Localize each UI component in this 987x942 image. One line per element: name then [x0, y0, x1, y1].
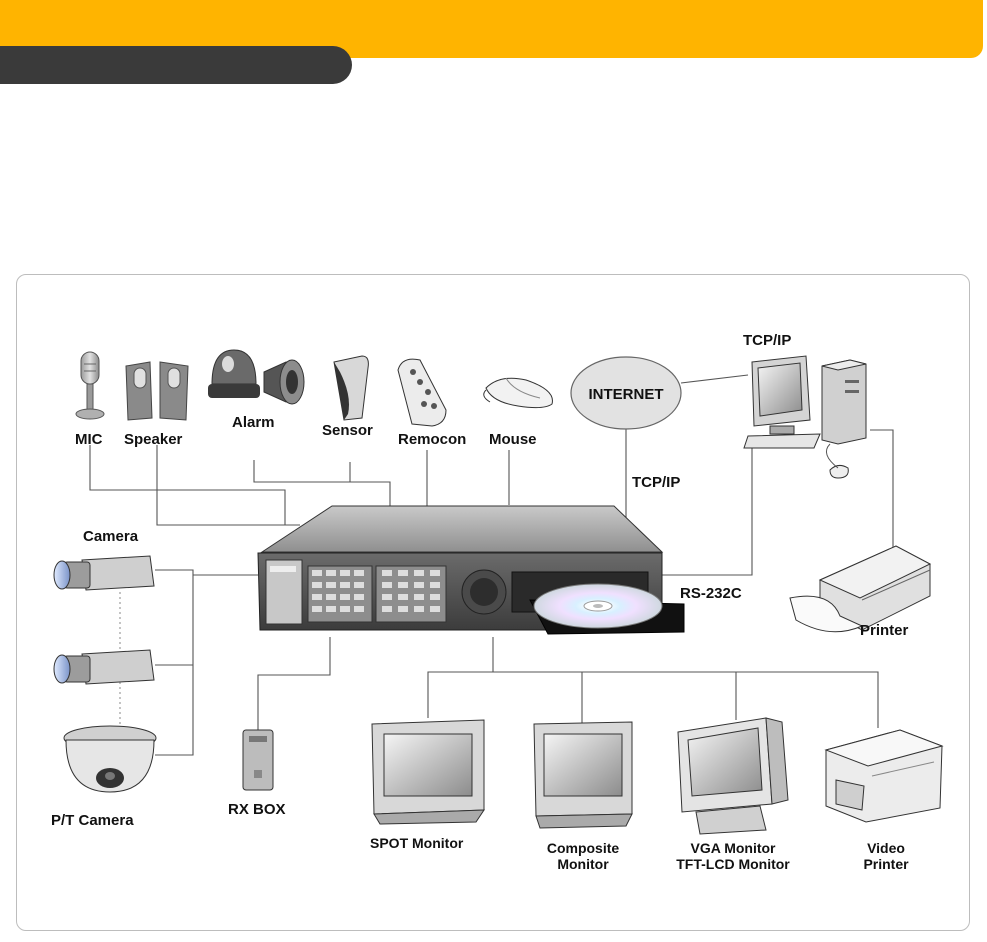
composite-monitor-label-2: Monitor: [557, 856, 609, 872]
printer-icon: [790, 546, 930, 632]
pc-icon: [744, 356, 866, 478]
alarm-label: Alarm: [232, 414, 275, 431]
tcpip-top-label: TCP/IP: [743, 332, 791, 349]
tcpip-internet-label: TCP/IP: [632, 474, 680, 491]
camera-icon: [54, 556, 154, 590]
mouse-icon: [484, 378, 553, 408]
spot-monitor-label: SPOT Monitor: [370, 835, 464, 851]
mic-label: MIC: [75, 431, 103, 448]
crt-monitor-icon: [534, 722, 632, 828]
microphone-icon: [76, 352, 104, 419]
vga-monitor-label-1: VGA Monitor: [690, 840, 776, 856]
vga-monitor-label-2: TFT-LCD Monitor: [676, 856, 790, 872]
rs232c-label: RS-232C: [680, 585, 742, 602]
crt-monitor-icon: [372, 720, 484, 824]
video-printer-label-2: Printer: [863, 856, 909, 872]
printer-label: Printer: [860, 622, 909, 639]
dvd-disc-icon: [534, 584, 662, 628]
speaker-icon: [126, 362, 188, 420]
remocon-label: Remocon: [398, 431, 466, 448]
speaker-label: Speaker: [124, 431, 183, 448]
video-printer-label-1: Video: [867, 840, 905, 856]
composite-monitor-label-1: Composite: [547, 840, 620, 856]
camera-label: Camera: [83, 528, 139, 545]
rx-box-icon: [243, 730, 273, 790]
sensor-label: Sensor: [322, 422, 373, 439]
alarm-light-icon: [208, 350, 260, 398]
remote-control-icon: [398, 359, 446, 426]
vga-monitor-icon: [678, 718, 788, 834]
pt-camera-label: P/T Camera: [51, 812, 134, 829]
camera-icon: [54, 650, 154, 684]
mouse-label: Mouse: [489, 431, 537, 448]
rx-box-label: RX BOX: [228, 801, 286, 818]
video-printer-icon: [826, 730, 942, 822]
dome-camera-icon: [64, 726, 156, 792]
internet-label: INTERNET: [589, 386, 664, 403]
sensor-icon: [334, 356, 368, 420]
siren-horn-icon: [264, 360, 304, 404]
